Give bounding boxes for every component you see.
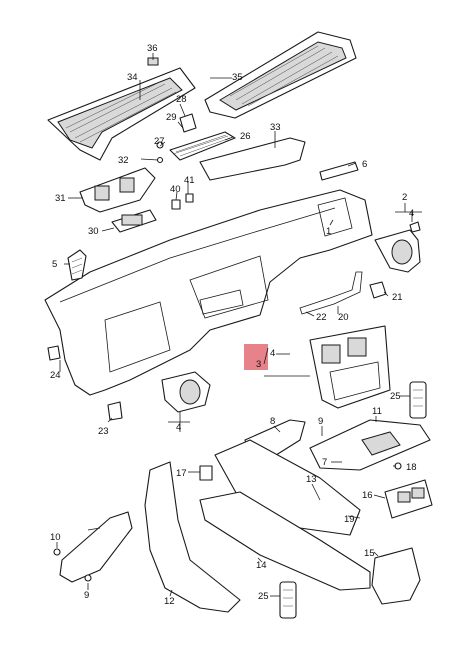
clip-24: [47, 345, 61, 361]
callout-21: 21: [392, 292, 403, 303]
center-vent-left: [111, 209, 157, 233]
callout-7: 7: [322, 457, 327, 468]
callout-10: 10: [50, 532, 61, 543]
callout-32: 32: [118, 155, 129, 166]
end-vent-left: [67, 249, 87, 281]
air-duct-hose: [299, 271, 387, 315]
callout-31: 31: [55, 193, 66, 204]
screw-10: [53, 548, 61, 556]
callout-4-mid: 4: [270, 348, 275, 359]
callout-16: 16: [362, 490, 373, 501]
callout-19: 19: [344, 514, 355, 525]
lower-vent-left: [161, 371, 211, 413]
cowl-panel-left: [47, 67, 196, 161]
callout-15: 15: [364, 548, 375, 559]
callout-33: 33: [270, 122, 281, 133]
callout-41: 41: [184, 175, 195, 186]
defrost-grille: [169, 131, 236, 161]
callout-34: 34: [127, 72, 138, 83]
callout-17: 17: [176, 468, 187, 479]
sensor-bracket: [156, 113, 197, 149]
callout-36: 36: [147, 43, 158, 54]
callout-5: 5: [52, 259, 57, 270]
callout-35: 35: [232, 72, 243, 83]
callout-13: 13: [306, 474, 317, 485]
callout-28: 28: [176, 94, 187, 105]
callout-9-bottom: 9: [84, 590, 89, 601]
rear-vent-16: [384, 479, 433, 519]
callout-40: 40: [170, 184, 181, 195]
side-duct-7: [59, 511, 133, 583]
highlight-marker: [244, 344, 268, 370]
callout-4-top: 4: [409, 208, 414, 219]
callout-18: 18: [406, 462, 417, 473]
highlight-box: [244, 344, 268, 370]
callout-4-bottom: 4: [176, 422, 181, 433]
side-vent-right: [374, 229, 421, 273]
right-trim-vent: [319, 161, 359, 181]
small-grille-right: [409, 381, 427, 419]
callout-8: 8: [270, 416, 275, 427]
callout-27: 27: [154, 136, 165, 147]
callout-20: 20: [338, 312, 349, 323]
callout-6: 6: [362, 159, 367, 170]
callout-22: 22: [316, 312, 327, 323]
callout-25-right: 25: [390, 391, 401, 402]
callout-25-bottom: 25: [258, 591, 269, 602]
callout-29: 29: [166, 112, 177, 123]
small-grille-bottom: [279, 581, 297, 619]
upper-trim-strip: [199, 137, 306, 181]
callout-2: 2: [402, 192, 407, 203]
callout-3: 3: [256, 359, 261, 370]
vent-17: [199, 465, 213, 481]
floor-duct-left: [144, 461, 241, 613]
dashboard-main-body: [44, 189, 373, 396]
cowl-panel-right: [204, 31, 357, 119]
rear-outlet-15: [371, 547, 421, 605]
callout-23: 23: [98, 426, 109, 437]
callout-24: 24: [50, 370, 61, 381]
console-top-cover: [309, 419, 431, 471]
bracket-23: [107, 401, 123, 421]
clip-top: [409, 221, 421, 233]
outer-vent-left: [79, 167, 156, 213]
leader-lines: [56, 53, 422, 597]
callout-9-mid: 9: [318, 416, 323, 427]
callouts: 36 34 35 28 29 27 26 33 32 41 6 31 40 2 …: [50, 43, 417, 607]
callout-14: 14: [256, 560, 267, 571]
callout-26: 26: [240, 131, 251, 142]
callout-12: 12: [164, 596, 175, 607]
screw-9-bottom: [84, 574, 92, 582]
callout-1: 1: [326, 226, 331, 237]
floor-duct-right-long: [199, 491, 371, 591]
center-vent-panel: [309, 325, 391, 409]
callout-11: 11: [372, 406, 382, 417]
callout-30: 30: [88, 226, 99, 237]
